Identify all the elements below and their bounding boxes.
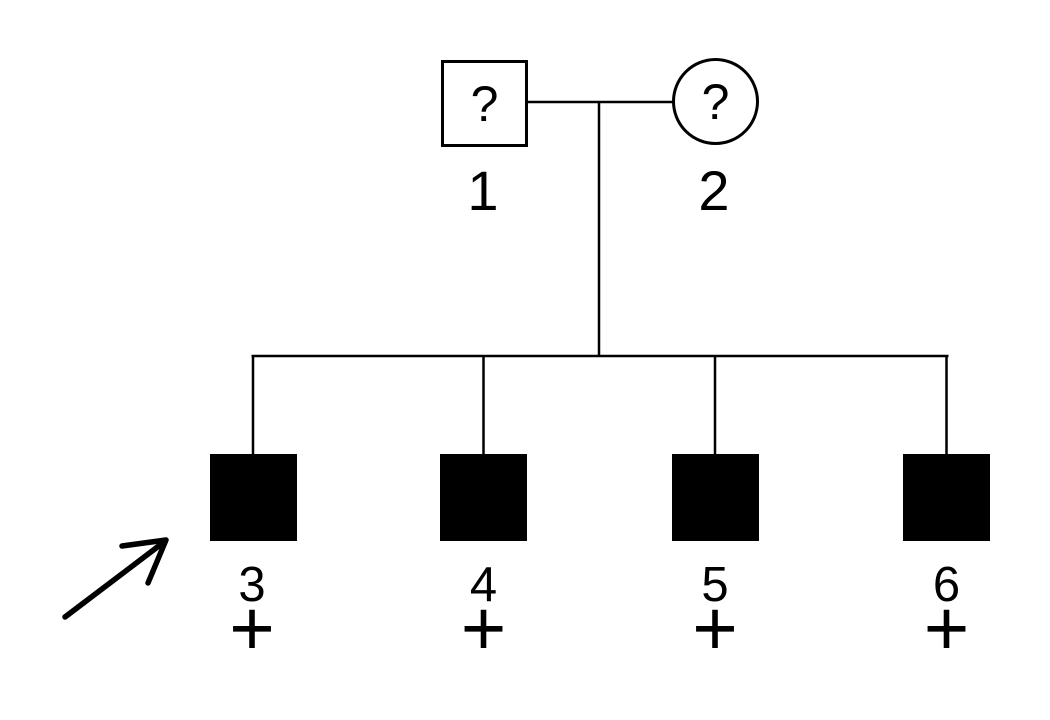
individual-2-label: 2 — [698, 159, 730, 222]
individual-3-shape — [210, 454, 297, 541]
individual-4-label: 4 — [469, 558, 498, 612]
individual-6-marker: + — [923, 584, 970, 672]
individual-3-marker: + — [229, 584, 275, 672]
individual-5-marker: + — [692, 584, 738, 672]
individual-5-label: 5 — [701, 558, 729, 612]
individual-3-label: 3 — [238, 558, 266, 612]
individual-5-shape — [672, 454, 759, 541]
individual-1-shape: ? — [441, 60, 528, 147]
individual-1-label: 1 — [467, 159, 499, 222]
individual-6-label: 6 — [932, 558, 961, 612]
individual-2-shape: ? — [672, 58, 759, 145]
individual-2-status-text: ? — [701, 73, 730, 130]
individual-1-status-text: ? — [470, 75, 499, 132]
individual-6-shape — [903, 454, 990, 541]
individual-4-shape — [440, 454, 527, 541]
individual-4-marker: + — [460, 584, 507, 672]
